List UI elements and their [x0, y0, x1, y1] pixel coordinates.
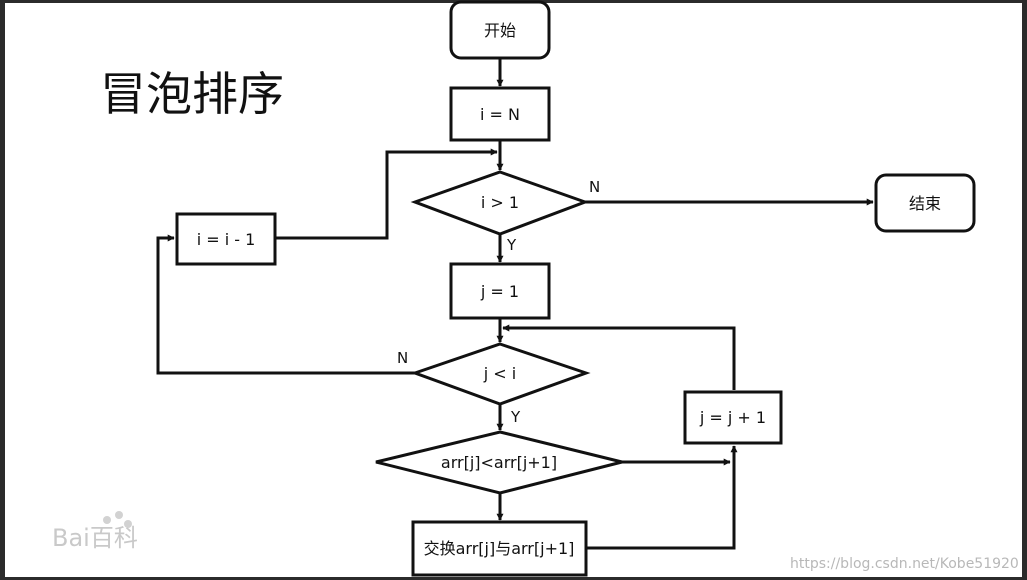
compare-label: arr[j]<arr[j+1] [441, 453, 557, 472]
inc-j-process [683, 390, 783, 445]
dec-i-process [175, 212, 277, 266]
node-end: 结束 [874, 173, 976, 233]
end-label: 结束 [909, 194, 941, 213]
init-j-label: j = 1 [480, 282, 519, 301]
source-url-watermark: https://blog.csdn.net/Kobe51920 [790, 556, 1019, 572]
inc-j-label: j = j + 1 [699, 408, 766, 427]
edge-cond-j-no-to-dec-i [156, 234, 415, 375]
cond-j-decision [410, 342, 591, 406]
dec-i-label: i = i - 1 [197, 230, 256, 249]
node-cond-j: j < i [410, 342, 591, 406]
init-i-label: i = N [480, 105, 520, 124]
start-label: 开始 [484, 21, 516, 40]
compare-decision [375, 430, 623, 495]
cond-i-decision [410, 170, 590, 236]
node-cond-i: i > 1 [410, 170, 590, 236]
start-terminal [449, 0, 551, 60]
init-j-process [449, 262, 551, 320]
paw-dot [115, 511, 123, 519]
node-dec-i: i = i - 1 [175, 212, 277, 266]
paw-dot [103, 516, 111, 524]
node-swap: 交换arr[j]与arr[j+1] [411, 520, 588, 577]
node-init-j: j = 1 [449, 262, 551, 320]
node-inc-j: j = j + 1 [683, 390, 783, 445]
baike-logo-text: Bai百科 [52, 524, 138, 552]
cond-j-label: j < i [483, 364, 516, 383]
node-start: 开始 [449, 0, 551, 60]
paw-dot [124, 520, 132, 528]
edge-dec-i-to-cond-i [276, 148, 498, 240]
cond-i-label: i > 1 [481, 193, 519, 212]
node-compare: arr[j]<arr[j+1] [375, 430, 623, 495]
end-terminal [874, 173, 976, 233]
edge-swap-to-inc-j [586, 445, 738, 550]
edge-label-cond-j-yes: Y [510, 408, 521, 426]
edge-inc-j-to-cond-j [502, 324, 736, 390]
node-init-i: i = N [449, 86, 551, 142]
diagram-title: 冒泡排序 [100, 67, 284, 121]
edge-label-cond-j-no: N [397, 349, 408, 367]
edge-label-cond-i-no: N [589, 178, 600, 196]
baike-watermark: Bai百科 [52, 511, 138, 552]
connectors [156, 58, 874, 550]
edge-label-cond-i-yes: Y [506, 236, 517, 254]
swap-process [411, 520, 588, 577]
init-i-process [449, 86, 551, 142]
swap-label: 交换arr[j]与arr[j+1] [424, 539, 575, 558]
